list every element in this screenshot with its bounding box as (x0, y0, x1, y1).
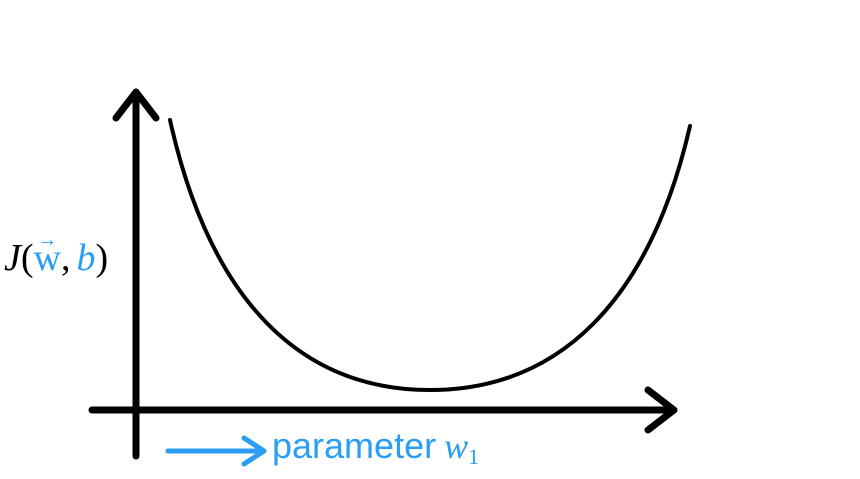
y-label-w: w (33, 237, 61, 279)
y-label-comma: , (60, 237, 71, 279)
cost-curve (168, 118, 692, 393)
y-label-b: b (76, 237, 96, 279)
y-label-open-paren: ( (20, 237, 34, 279)
x-direction-arrowhead (241, 435, 267, 467)
x-label-w: w (444, 426, 469, 466)
y-axis-label: J(→w,b) (4, 230, 109, 280)
x-axis-arrowhead (644, 386, 678, 434)
x-label-text: parameter (272, 425, 437, 466)
y-label-close-paren: ) (95, 237, 109, 279)
x-label-var: w1 (444, 426, 480, 469)
y-label-vector-w: →w (33, 230, 61, 280)
x-label-sub: 1 (468, 444, 480, 469)
y-axis-arrowhead (112, 88, 160, 122)
y-label-func: J (4, 237, 21, 279)
vector-arrow-icon: → (37, 229, 58, 251)
